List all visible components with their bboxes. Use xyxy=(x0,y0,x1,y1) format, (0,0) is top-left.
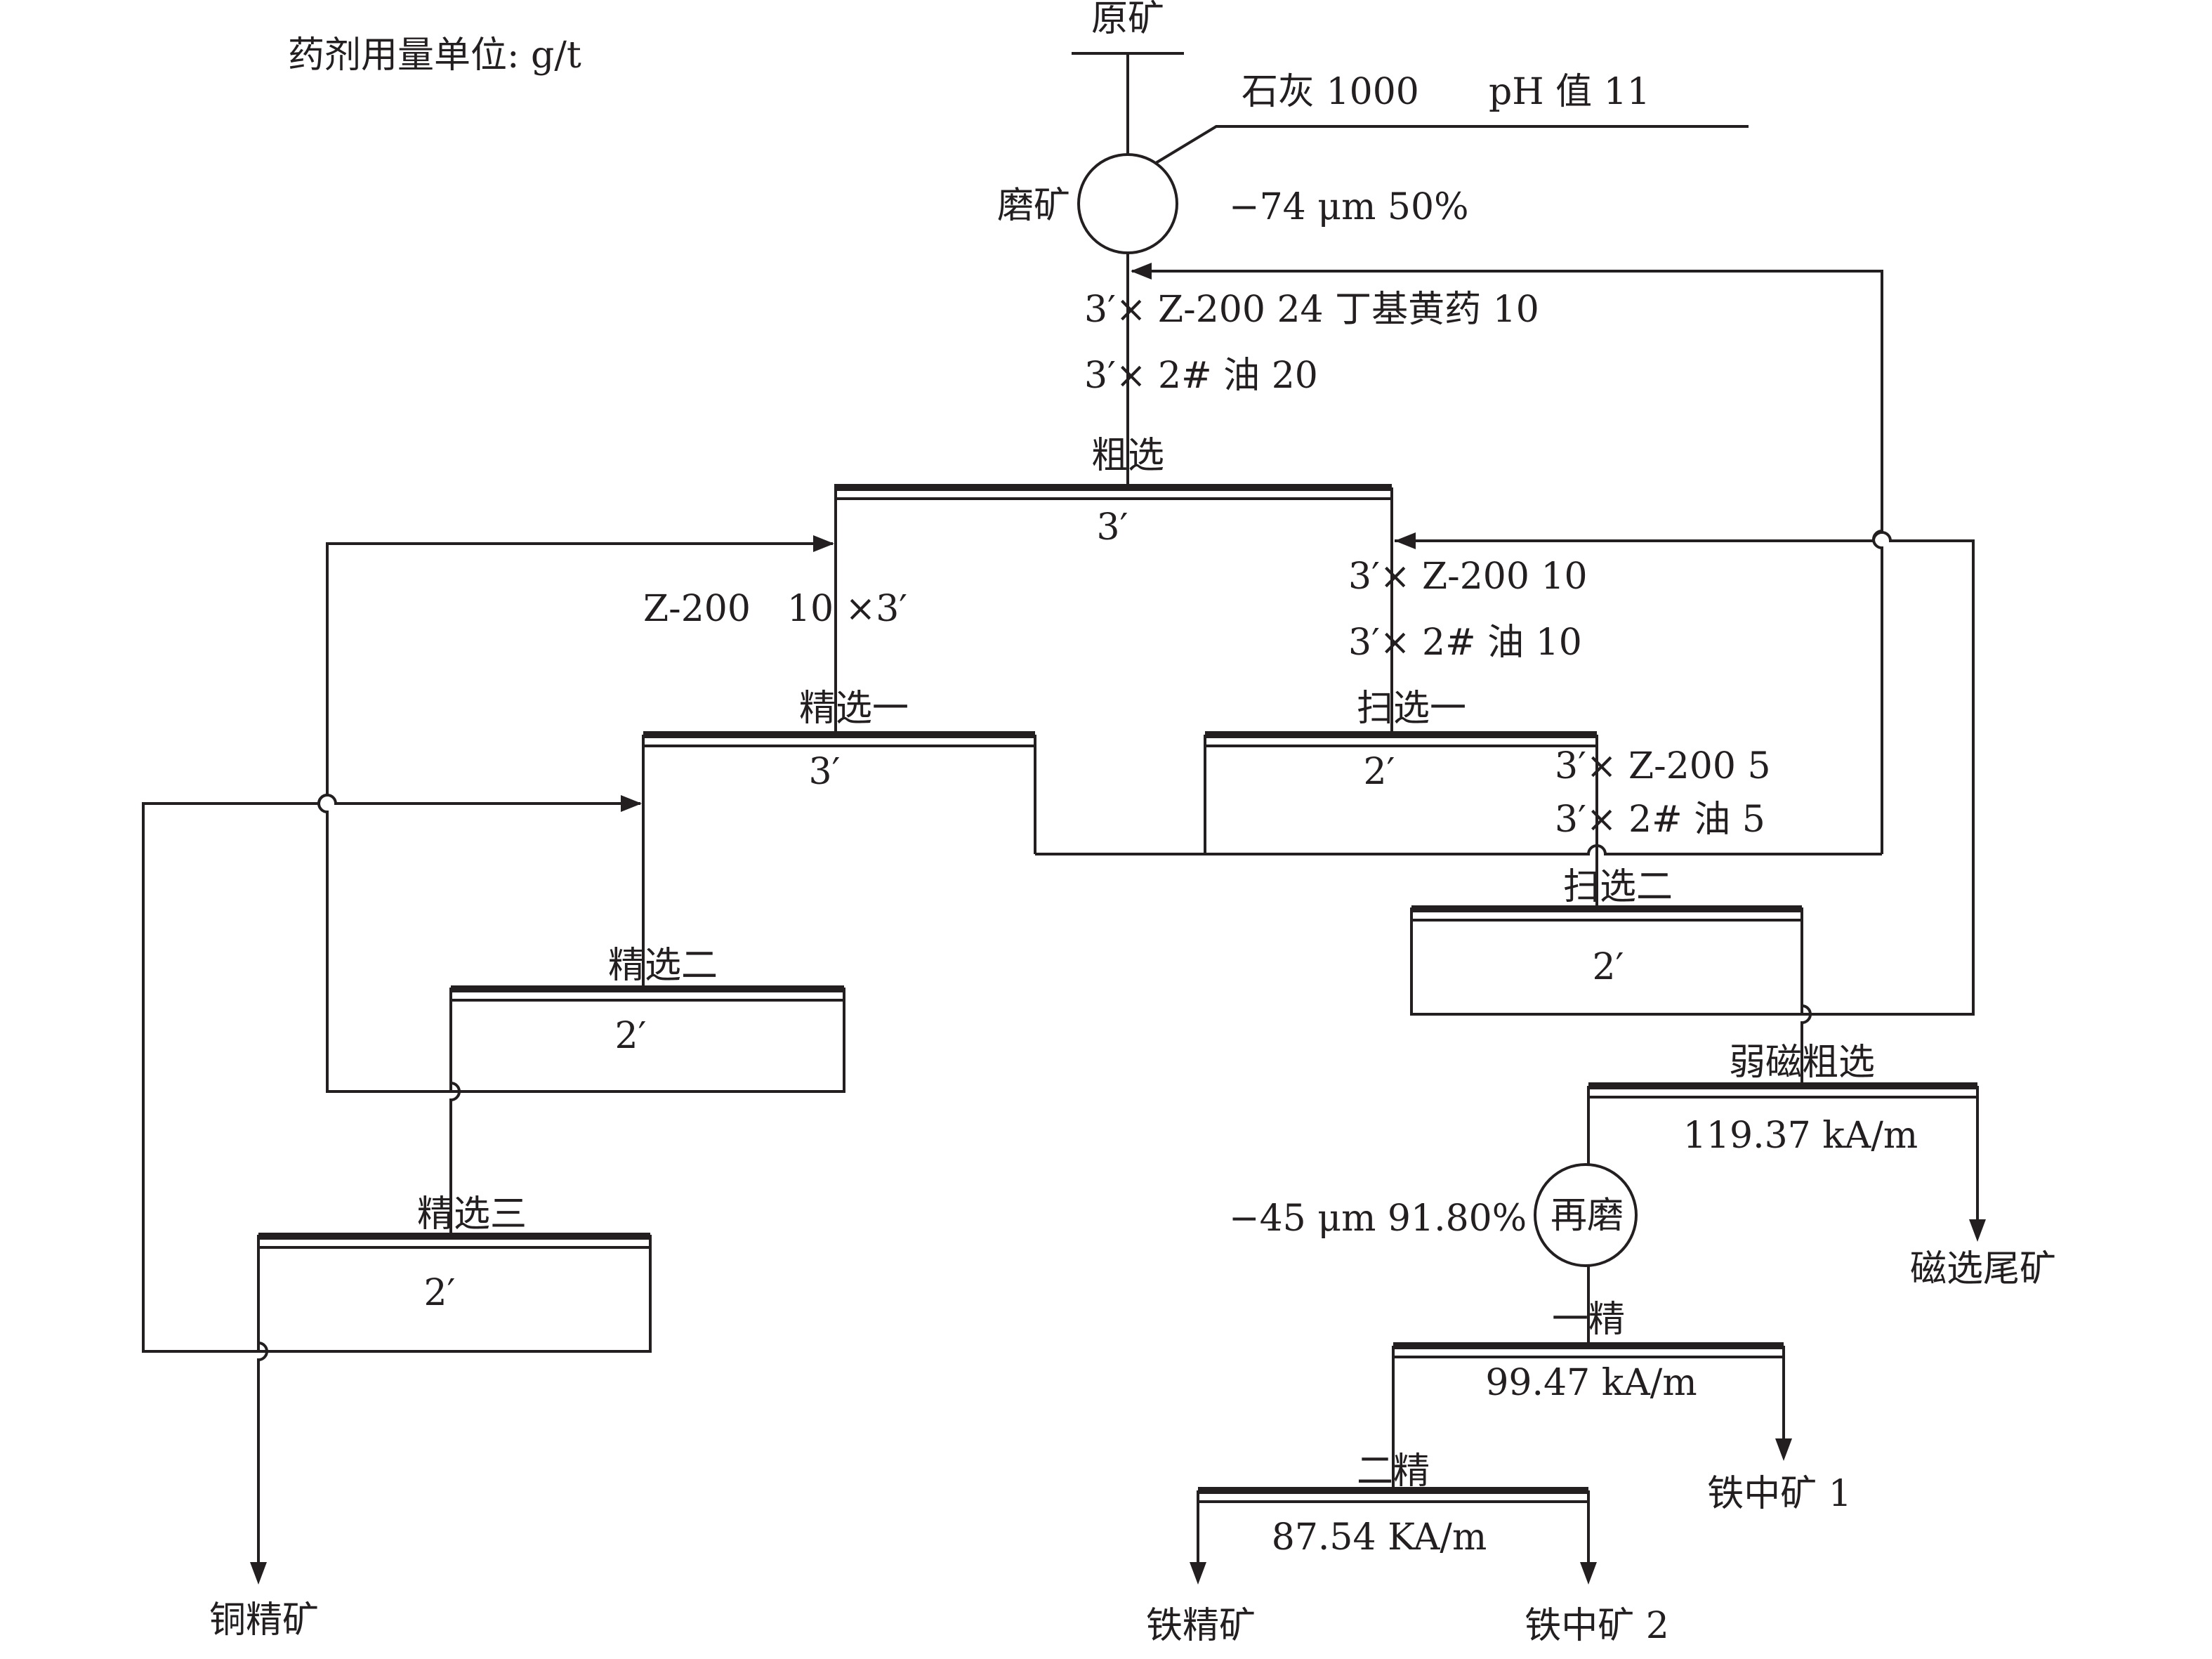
scav2-conc-recycle-line xyxy=(1395,531,1975,1016)
cleaner1-label: 精选一 xyxy=(799,688,909,730)
clean3-recycle-arrow-head xyxy=(621,795,642,812)
feed-label: 原矿 xyxy=(1091,0,1164,40)
mag-rougher-label: 弱磁粗选 xyxy=(1729,1042,1875,1084)
scav1-label: 扫选一 xyxy=(1357,688,1466,730)
ph-value: pH 值 11 xyxy=(1489,71,1650,113)
copper-conc-arrow-head xyxy=(250,1562,267,1585)
copper-concentrate-label: 铜精矿 xyxy=(209,1599,319,1641)
cleaner2-label: 精选二 xyxy=(608,945,718,987)
grinding-circle xyxy=(1077,153,1178,254)
iron-conc-arrow-head xyxy=(1190,1562,1206,1585)
merged-recycle-line xyxy=(1035,844,1882,855)
mag-tailings-label: 磁选尾矿 xyxy=(1910,1248,2056,1290)
mag-clean2-field: 87.54 KA/m xyxy=(1272,1516,1487,1559)
mag-tail-arrow-head xyxy=(1969,1219,1986,1242)
iron-middling1-arrow-head xyxy=(1775,1438,1792,1461)
scav2-time: 2′ xyxy=(1593,946,1624,988)
clean3-tail-recycle-line xyxy=(142,794,640,1353)
iron-middling2-arrow-head xyxy=(1580,1562,1597,1585)
scav2-reagent-1: 3′× Z-200 5 xyxy=(1555,745,1771,787)
grinding-fineness: −74 μm 50% xyxy=(1229,186,1468,228)
cleaner2-time: 2′ xyxy=(615,1015,647,1057)
cleaner3-label: 精选三 xyxy=(417,1193,527,1235)
scav1-time: 2′ xyxy=(1364,751,1395,793)
scav1-reagent-1: 3′× Z-200 10 xyxy=(1348,556,1588,598)
cleaner1-reagent: Z-200 10 ×3′ xyxy=(643,588,907,630)
lime-feed-line xyxy=(1154,125,1749,164)
scav2-reagent-2: 3′× 2# 油 5 xyxy=(1555,799,1765,841)
rougher-label: 粗选 xyxy=(1091,435,1164,477)
grinding-label: 磨矿 xyxy=(997,185,1070,227)
cleaner1-time: 3′ xyxy=(809,751,841,793)
scav2-recycle-arrow-head xyxy=(1395,532,1416,549)
scav2-tail-line xyxy=(1800,909,1812,1086)
scav1-reagent-2: 3′× 2# 油 10 xyxy=(1348,622,1582,664)
cleaner2-cell xyxy=(449,988,845,1093)
regrind-fineness: −45 μm 91.80% xyxy=(1229,1198,1527,1240)
mag-rougher-field: 119.37 kA/m xyxy=(1683,1115,1918,1157)
cleaner3-time: 2′ xyxy=(424,1272,456,1314)
recycle-arrow-head xyxy=(1131,263,1152,280)
dosage-unit-note: 药剂用量单位: g/t xyxy=(288,34,581,77)
iron-concentrate-label: 铁精矿 xyxy=(1146,1605,1256,1647)
iron-middling2-label: 铁中矿 2 xyxy=(1525,1605,1669,1647)
lime-dosage: 石灰 1000 xyxy=(1242,71,1419,113)
rougher-time: 3′ xyxy=(1097,506,1128,549)
cleaner3-conc-line xyxy=(257,1236,268,1565)
iron-middling1-label: 铁中矿 1 xyxy=(1707,1473,1852,1515)
scav2-label: 扫选二 xyxy=(1563,866,1673,908)
rougher-reagent-2: 3′× 2# 油 20 xyxy=(1084,355,1318,397)
regrind-circle xyxy=(1534,1163,1638,1267)
mag-clean1-field: 99.47 kA/m xyxy=(1485,1362,1697,1404)
rougher-reagent-1: 3′× Z-200 24 丁基黄药 10 xyxy=(1084,289,1539,331)
cleaner2-conc-line xyxy=(449,989,461,1236)
mag-clean2-label: 二精 xyxy=(1357,1450,1430,1493)
mag-clean1-label: 一精 xyxy=(1552,1299,1625,1341)
clean2-recycle-arrow-head xyxy=(813,535,834,552)
regrind-label: 再磨 xyxy=(1551,1195,1624,1237)
